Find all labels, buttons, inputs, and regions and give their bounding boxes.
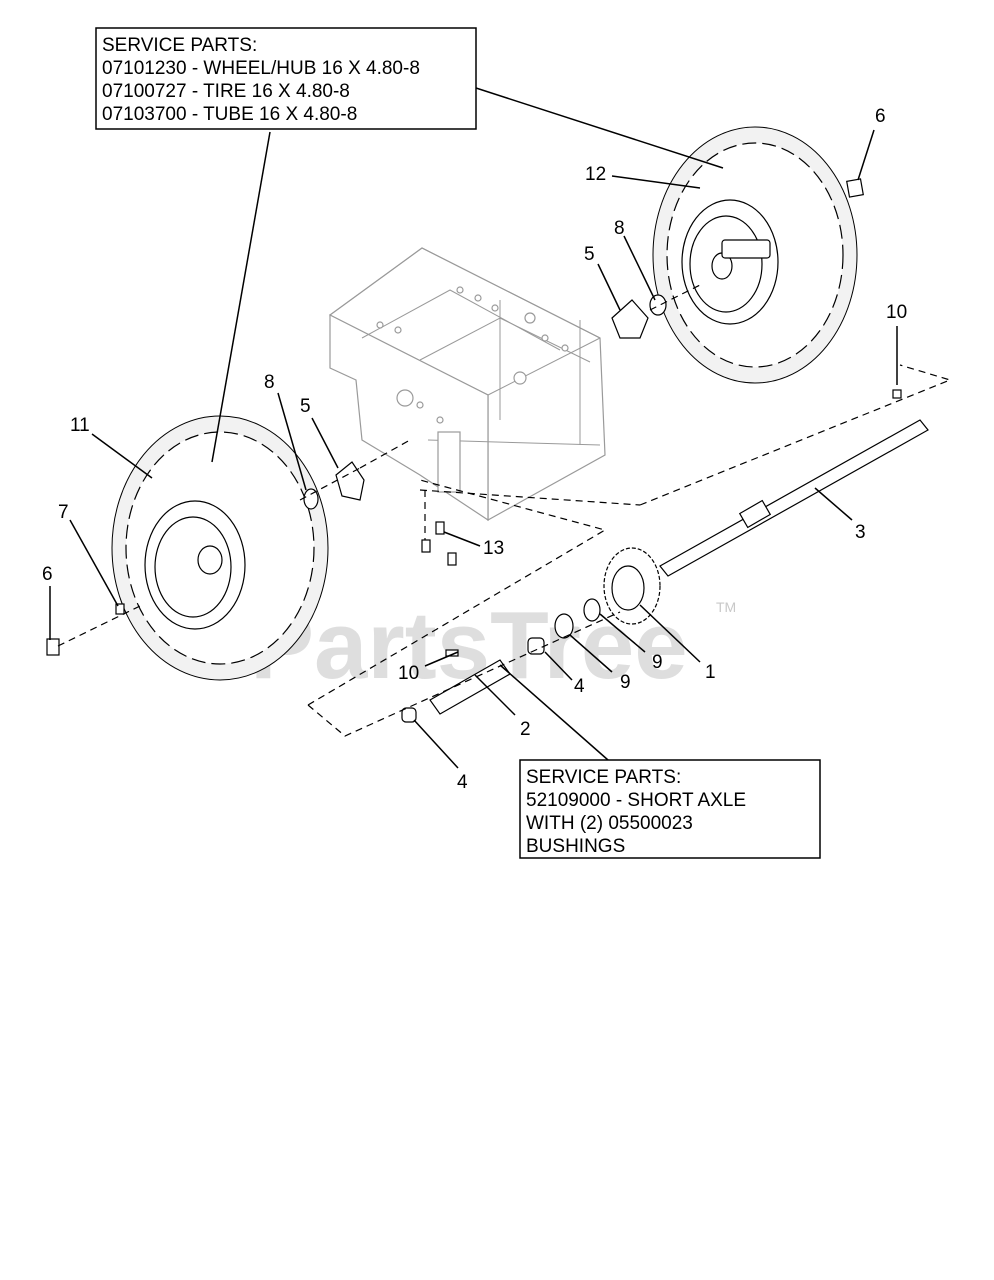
leader-lines xyxy=(49,87,898,769)
service-box-top: SERVICE PARTS: 07101230 - WHEEL/HUB 16 X… xyxy=(95,27,477,130)
clip-6-left xyxy=(46,638,60,656)
callout-12: 12 xyxy=(585,164,606,185)
service-box-bottom-line-3: WITH (2) 05500023 xyxy=(526,813,693,834)
service-box-top-line-4: 07103700 - TUBE 16 X 4.80-8 xyxy=(102,104,357,125)
service-box-bottom: SERVICE PARTS: 52109000 - SHORT AXLE WIT… xyxy=(519,759,821,859)
callout-5-right: 5 xyxy=(584,244,595,265)
bolt-13c xyxy=(447,552,457,566)
service-box-top-line-1: SERVICE PARTS: xyxy=(102,35,257,56)
callout-13: 13 xyxy=(483,538,504,559)
key-10-left xyxy=(445,649,459,657)
callout-2: 2 xyxy=(520,719,531,740)
callout-7: 7 xyxy=(58,502,69,523)
watermark-tm: TM xyxy=(716,599,736,615)
bolt-13b xyxy=(421,539,431,553)
service-box-bottom-line-4: BUSHINGS xyxy=(526,836,625,857)
callout-9-a: 9 xyxy=(652,652,663,673)
flange-5-right xyxy=(611,299,649,339)
service-box-top-line-2: 07101230 - WHEEL/HUB 16 X 4.80-8 xyxy=(102,58,420,79)
service-box-top-line-3: 07100727 - TIRE 16 X 4.80-8 xyxy=(102,81,350,102)
gear-1-hub xyxy=(611,565,645,611)
callout-5-left: 5 xyxy=(300,396,311,417)
callout-4-a: 4 xyxy=(574,676,585,697)
callout-8-left: 8 xyxy=(264,372,275,393)
key-10-right xyxy=(892,389,902,399)
service-box-bottom-line-2: 52109000 - SHORT AXLE xyxy=(526,790,746,811)
washer-9b xyxy=(554,613,574,639)
bolt-13a xyxy=(435,521,445,535)
callout-11: 11 xyxy=(70,415,90,436)
callout-4-b: 4 xyxy=(457,772,468,793)
callout-10-right: 10 xyxy=(886,302,907,323)
clip-6-right xyxy=(846,178,864,198)
left-wheel-assembly xyxy=(111,415,329,681)
bushing-4a xyxy=(527,637,545,655)
axle-3-spline xyxy=(738,499,772,529)
washer-9a xyxy=(583,598,601,622)
callout-8-right: 8 xyxy=(614,218,625,239)
washer-8-left xyxy=(303,488,319,510)
bushing-4b xyxy=(401,707,417,723)
pin-7 xyxy=(115,603,125,615)
callout-6-left: 6 xyxy=(42,564,53,585)
assembly-lines xyxy=(57,284,952,737)
washer-8-right xyxy=(649,294,667,316)
frame-chassis xyxy=(329,247,606,522)
axle-3 xyxy=(659,419,929,577)
service-box-bottom-line-1: SERVICE PARTS: xyxy=(526,767,681,788)
callout-3: 3 xyxy=(855,522,866,543)
callout-1: 1 xyxy=(705,662,716,683)
right-wheel-assembly xyxy=(652,126,858,384)
callout-labels: 6 12 8 5 10 8 5 11 7 6 3 13 9 1 9 4 10 2… xyxy=(42,106,907,793)
flange-5-left xyxy=(335,461,365,501)
hardware-parts xyxy=(46,178,929,723)
callout-6-right: 6 xyxy=(875,106,886,127)
callout-9-b: 9 xyxy=(620,672,631,693)
callout-10-left: 10 xyxy=(398,663,419,684)
